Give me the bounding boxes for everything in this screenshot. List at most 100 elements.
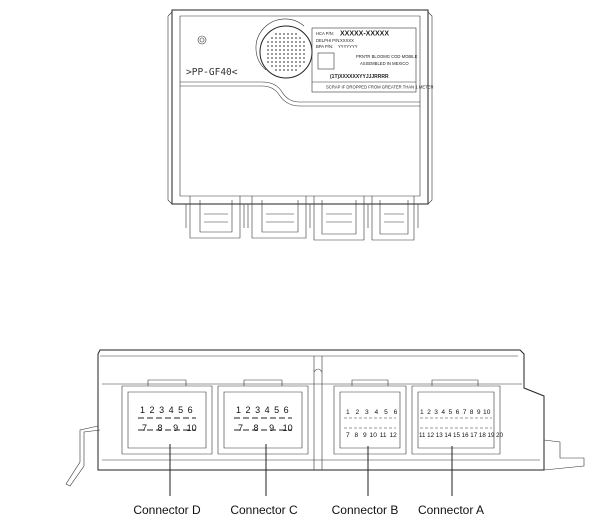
oem-pn-prefix: DELPHI P/N:	[316, 38, 340, 43]
module-top-view: >PP-GF40< HCA P/N: XXXXX-XXXXX DELPHI P/…	[167, 9, 434, 241]
grille-dot	[287, 61, 289, 63]
grille-dot	[267, 45, 269, 47]
grille-dot	[295, 33, 297, 35]
panel-divide	[180, 81, 420, 103]
left-mount-tab	[65, 425, 101, 487]
grille-dot	[295, 61, 297, 63]
connector-d-top-pins: 1 2 3 4 5 6	[140, 405, 193, 415]
barcode-text: (1T)XXXXXXYYJJJRRRR	[330, 74, 389, 80]
grille-dot	[267, 41, 269, 43]
grille-dot	[291, 65, 293, 67]
grille-dot	[291, 49, 293, 51]
grille-dot	[291, 45, 293, 47]
grille-dot	[287, 33, 289, 35]
grille-dot	[299, 41, 301, 43]
grille-dot	[287, 65, 289, 67]
grille-dot	[283, 53, 285, 55]
connector-b-housing: 1 2 3 4 5 6 7 8 9 10 11 12	[333, 379, 407, 455]
grille-dot	[271, 49, 273, 51]
right-mount-tab	[543, 439, 585, 471]
grille-dot	[295, 45, 297, 47]
housing-outline	[171, 9, 429, 205]
grille-dot	[299, 37, 301, 39]
grille-dot	[279, 69, 281, 71]
connector-c-bottom-pins: 7 8 9 10	[238, 423, 293, 433]
origin-line-2: ASSEMBLED IN MEXICO	[360, 61, 409, 66]
connector-a-top-pins: 1 2 3 4 5 6 7 8 9 10	[420, 409, 491, 416]
grille-dot	[279, 53, 281, 55]
oem-pn-value: XXXXX	[340, 38, 354, 43]
grille-dot	[291, 69, 293, 71]
grille-dot	[291, 61, 293, 63]
grille-dot	[275, 33, 277, 35]
grille-dot	[291, 57, 293, 59]
connector-d-housing: 1 2 3 4 5 6 7 8 9 10	[121, 379, 213, 455]
grille-dot	[299, 53, 301, 55]
grille-dot	[291, 41, 293, 43]
grille-dot	[303, 41, 305, 43]
grille-dot	[303, 61, 305, 63]
hca-pn-prefix: HCA P/N:	[316, 31, 334, 36]
grille-dot	[287, 37, 289, 39]
grille-dot	[283, 65, 285, 67]
grille-dot	[275, 69, 277, 71]
speaker-grille-icon	[255, 18, 313, 79]
grille-dot	[295, 69, 297, 71]
body-outline	[97, 349, 545, 471]
grille-dot	[303, 45, 305, 47]
grille-dot	[279, 57, 281, 59]
mount-hole-icon	[197, 35, 207, 45]
hca-pn-value: XXXXX-XXXXX	[340, 31, 389, 38]
grille-dot	[279, 61, 281, 63]
connector-b-bottom-pins: 7 8 9 10 11 12	[346, 432, 397, 439]
grille-dot	[287, 49, 289, 51]
connector-a-bottom-pins: 11 12 13 14 15 16 17 18 19 20	[419, 432, 504, 439]
grille-dot	[275, 57, 277, 59]
grille-dot	[287, 69, 289, 71]
grille-dot	[267, 49, 269, 51]
model-marking: >PP-GF40<	[186, 67, 238, 78]
grille-dot	[267, 53, 269, 55]
grille-dot	[291, 33, 293, 35]
grille-dot	[279, 37, 281, 39]
housing-inner	[179, 15, 421, 197]
grille-dot	[275, 49, 277, 51]
grille-dot	[283, 37, 285, 39]
grille-dot	[283, 45, 285, 47]
grille-dot	[279, 41, 281, 43]
connector-housings-top	[185, 196, 419, 241]
grille-dot	[271, 37, 273, 39]
connector-a-label: Connector A	[418, 503, 484, 517]
grille-dot	[279, 49, 281, 51]
grille-dot	[271, 41, 273, 43]
panel-divide-inner	[180, 85, 420, 107]
grille-dot	[303, 57, 305, 59]
grille-dot	[271, 65, 273, 67]
grille-dot	[303, 53, 305, 55]
connector-c-top-pins: 1 2 3 4 5 6	[236, 405, 289, 415]
connector-c-housing: 1 2 3 4 5 6 7 8 9 10	[217, 379, 309, 455]
grille-dot	[295, 57, 297, 59]
grille-dot	[275, 53, 277, 55]
bpa-pn-prefix: BPA P/N:	[316, 44, 333, 49]
grille-dot	[295, 37, 297, 39]
grille-dot	[291, 53, 293, 55]
warning-text: SCRAP IF DROPPED FROM GREATER THAN 1 MET…	[326, 85, 434, 90]
grille-dot	[267, 57, 269, 59]
grille-dot	[279, 65, 281, 67]
grille-dot	[295, 41, 297, 43]
grille-dot	[271, 57, 273, 59]
grille-dot	[275, 37, 277, 39]
housing-edge	[167, 11, 433, 205]
grille-dot	[291, 37, 293, 39]
grille-dot	[283, 57, 285, 59]
grille-dot	[295, 65, 297, 67]
grille-dot	[283, 69, 285, 71]
connector-d-label: Connector D	[133, 503, 201, 517]
bpa-pn-value: YYYYYYY	[338, 44, 358, 49]
grille-dot	[299, 61, 301, 63]
connector-c-label: Connector C	[230, 503, 298, 517]
connector-d-bottom-pins: 7 8 9 10	[142, 423, 197, 433]
grille-dot	[295, 53, 297, 55]
grille-dot	[283, 41, 285, 43]
